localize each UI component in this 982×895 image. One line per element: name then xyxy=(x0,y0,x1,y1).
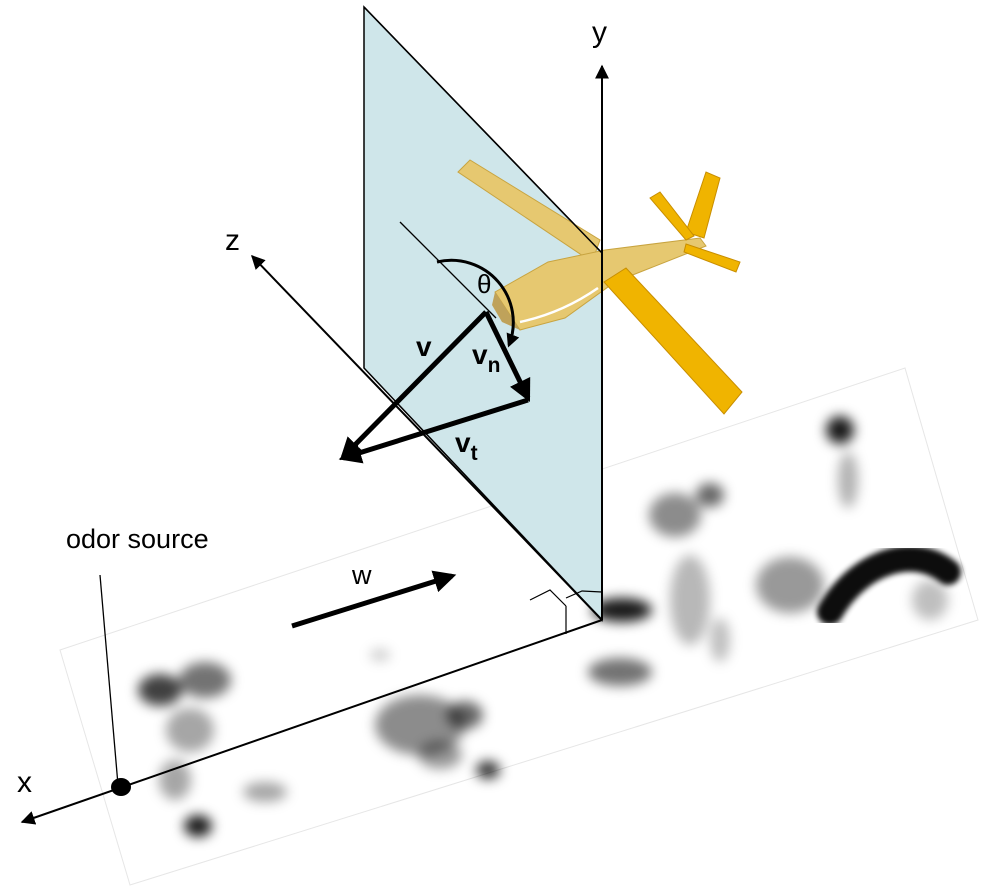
plume-blob xyxy=(696,483,724,507)
plume-blobs xyxy=(138,416,948,837)
plume-blob xyxy=(670,555,710,645)
plume-strip-frame xyxy=(59,367,979,886)
vn-vector xyxy=(483,310,531,403)
theta-arc xyxy=(436,258,520,348)
plume-blob xyxy=(159,760,191,800)
vt-label-base: v xyxy=(455,427,471,458)
plane-edge xyxy=(363,6,603,254)
airplane-tail-stabilizer-right xyxy=(683,243,741,273)
plume-blob xyxy=(826,416,854,444)
heading-reference-line xyxy=(399,221,497,319)
z-axis-label: z xyxy=(225,224,240,257)
airplane-tail-stabilizer-left xyxy=(649,191,695,241)
plume-blob xyxy=(243,782,287,802)
plume-blob xyxy=(166,708,214,752)
airplane-fuselage xyxy=(494,237,707,331)
right-angle-marker xyxy=(565,590,603,599)
airplane-front-wing xyxy=(603,267,743,415)
plume-blob xyxy=(476,761,500,779)
airplane-tail-fin xyxy=(685,171,721,239)
vt-label-subscript: t xyxy=(471,442,478,465)
airplane-back-wing xyxy=(457,159,601,263)
vn-label-subscript: n xyxy=(488,354,501,377)
vt-label: vt xyxy=(455,427,478,465)
plume-blob xyxy=(592,598,652,622)
plume-blob xyxy=(649,493,701,537)
v-vector xyxy=(339,310,488,461)
v-label: v xyxy=(416,331,432,362)
plume-blob xyxy=(184,815,212,837)
odor-source-dot-icon xyxy=(111,778,131,796)
plume-blob xyxy=(179,662,231,698)
theta-label: θ xyxy=(477,269,491,299)
plume-blob xyxy=(138,674,182,706)
vn-label-base: v xyxy=(472,339,488,370)
plume-blob xyxy=(912,580,948,620)
plume-arc xyxy=(817,545,961,625)
plume-blob xyxy=(418,741,462,769)
plume-blob xyxy=(756,557,824,613)
plume-blob xyxy=(370,649,390,661)
plume-blob xyxy=(588,658,652,686)
plume-blob xyxy=(838,452,858,508)
odor-source-leader xyxy=(99,574,119,786)
plume-strip xyxy=(59,367,979,886)
wind-arrow xyxy=(291,570,457,629)
airplane-fuselage-stripe xyxy=(519,286,599,324)
z-axis xyxy=(251,254,603,621)
vn-label: vn xyxy=(472,339,500,377)
right-angle-marker xyxy=(529,589,567,607)
wind-label: w xyxy=(351,560,372,590)
plume-blob xyxy=(375,695,465,755)
vt-vector xyxy=(338,397,529,464)
odor-source-label: odor source xyxy=(66,524,209,554)
plume-blob xyxy=(710,618,730,662)
plume-blob xyxy=(447,701,483,729)
x-axis-label: x xyxy=(17,766,32,799)
airplane-icon xyxy=(457,159,743,415)
y-axis-label: y xyxy=(592,16,607,49)
